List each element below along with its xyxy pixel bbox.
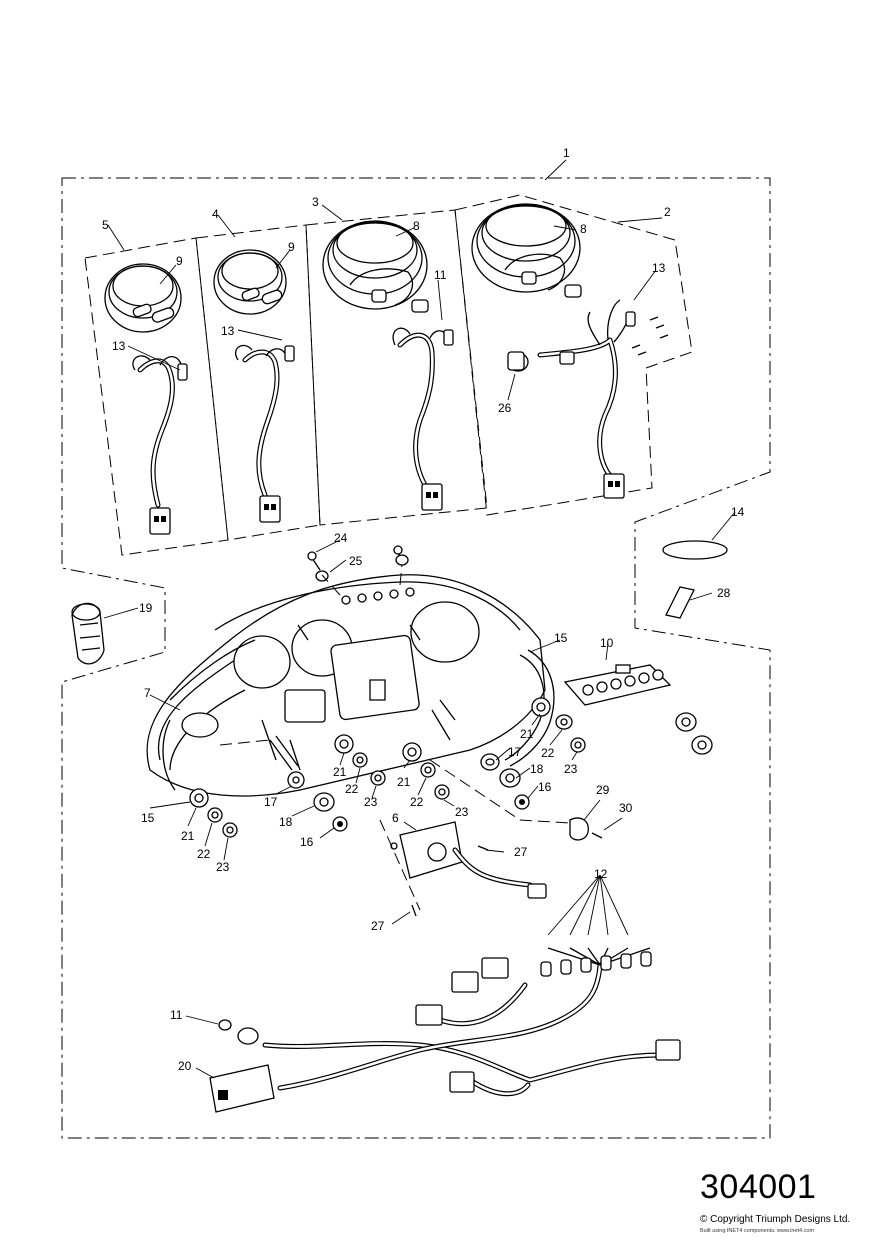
assembly-boundary bbox=[61, 177, 771, 1139]
copyright-notice: © Copyright Triumph Designs Ltd. bbox=[700, 1214, 851, 1225]
gauge-assembly-4 bbox=[195, 224, 321, 541]
construction-lines bbox=[219, 564, 571, 911]
callout-21d: 21 bbox=[181, 829, 195, 843]
callout-5: 5 bbox=[102, 218, 109, 232]
callout-10: 10 bbox=[600, 636, 614, 650]
callout-18a: 18 bbox=[530, 762, 544, 776]
callout-26: 26 bbox=[498, 401, 512, 415]
callout-30: 30 bbox=[619, 801, 633, 815]
callout-7: 7 bbox=[144, 686, 151, 700]
callout-22b: 22 bbox=[345, 782, 359, 796]
gauge-assembly-2 bbox=[454, 194, 693, 516]
callout-8b: 8 bbox=[580, 222, 587, 236]
bulb-holder-19 bbox=[71, 602, 105, 665]
callout-18b: 18 bbox=[279, 815, 293, 829]
callout-22a: 22 bbox=[541, 746, 555, 760]
screw-27b bbox=[411, 904, 417, 917]
callout-27a: 27 bbox=[514, 845, 528, 859]
callout-17a: 17 bbox=[508, 745, 522, 759]
callout-23c: 23 bbox=[455, 805, 469, 819]
callout-11a: 11 bbox=[434, 268, 447, 282]
callout-20: 20 bbox=[178, 1059, 192, 1073]
callout-15b: 15 bbox=[141, 811, 155, 825]
fastener-cluster-middle bbox=[334, 734, 450, 800]
module-6 bbox=[390, 821, 547, 899]
leader-lines bbox=[103, 159, 736, 1079]
callout-16b: 16 bbox=[300, 835, 314, 849]
callout-16a: 16 bbox=[538, 780, 552, 794]
instrument-housing-7 bbox=[146, 574, 546, 797]
clip-29 bbox=[569, 817, 589, 841]
callout-25: 25 bbox=[349, 554, 363, 568]
callout-17b: 17 bbox=[264, 795, 278, 809]
callout-23a: 23 bbox=[564, 762, 578, 776]
callout-8a: 8 bbox=[413, 219, 420, 233]
callout-21a: 21 bbox=[520, 727, 534, 741]
gauge-assembly-3 bbox=[305, 209, 488, 526]
screw-30 bbox=[591, 832, 603, 839]
callout-11b: 11 bbox=[170, 1008, 183, 1022]
callout-labels: 1 2 3 4 5 8 8 9 9 11 13 13 13 26 14 24 2… bbox=[102, 146, 745, 1073]
callout-23b: 23 bbox=[364, 795, 378, 809]
callout-28: 28 bbox=[717, 586, 731, 600]
callout-19: 19 bbox=[139, 601, 153, 615]
pad-28 bbox=[665, 586, 695, 619]
diagram-reference-number: 304001 bbox=[700, 1168, 817, 1206]
o-ring-14 bbox=[662, 540, 728, 560]
callout-13c: 13 bbox=[112, 339, 126, 353]
callout-15a: 15 bbox=[554, 631, 568, 645]
callout-13a: 13 bbox=[652, 261, 666, 275]
callout-6: 6 bbox=[392, 811, 399, 825]
gauge-assembly-5 bbox=[84, 237, 229, 556]
callout-21b: 21 bbox=[333, 765, 347, 779]
callout-13b: 13 bbox=[221, 324, 235, 338]
callout-21c: 21 bbox=[397, 775, 411, 789]
callout-4: 4 bbox=[212, 207, 219, 221]
seal-strip-15-left bbox=[162, 639, 256, 791]
callout-29: 29 bbox=[596, 783, 610, 797]
callout-27b: 27 bbox=[371, 919, 385, 933]
callout-14: 14 bbox=[731, 505, 745, 519]
callout-22c: 22 bbox=[410, 795, 424, 809]
callout-1: 1 bbox=[563, 146, 570, 160]
fastener-cluster-left bbox=[189, 735, 348, 838]
callout-12: 12 bbox=[594, 867, 608, 881]
wiring-harness-20 bbox=[209, 947, 681, 1113]
screw-27a bbox=[477, 845, 489, 851]
callout-3: 3 bbox=[312, 195, 319, 209]
fastener-cluster-right bbox=[480, 697, 713, 810]
callout-9b: 9 bbox=[288, 240, 295, 254]
callout-23d: 23 bbox=[216, 860, 230, 874]
switch-block-10 bbox=[563, 664, 672, 706]
callout-24: 24 bbox=[334, 531, 348, 545]
built-with-notice: Built using INET4 components. www.inet4.… bbox=[700, 1228, 815, 1234]
seal-strip-15-right bbox=[504, 649, 555, 767]
callout-2: 2 bbox=[664, 205, 671, 219]
callout-22d: 22 bbox=[197, 847, 211, 861]
callout-9a: 9 bbox=[176, 254, 183, 268]
